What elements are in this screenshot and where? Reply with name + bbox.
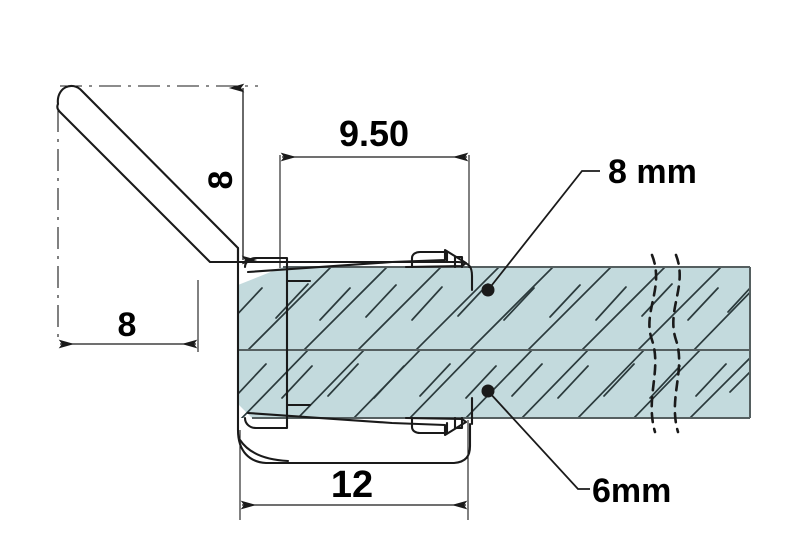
aluminium-profile-outline — [56, 85, 474, 465]
dimension-width-8-left: 8 — [57, 110, 199, 352]
lower-glass-pane — [238, 350, 750, 418]
callout-glass-upper: 8 mm — [481, 153, 697, 297]
profile-lower-left-notch — [243, 403, 312, 430]
leader-line-6mm — [487, 390, 590, 490]
profile-bottom-sweep — [238, 438, 290, 463]
dimension-label-height-8: 8 — [202, 171, 240, 190]
leader-dot-8mm — [481, 283, 495, 297]
dimension-label-8-left: 8 — [118, 306, 137, 344]
lower-glass-fill — [238, 350, 750, 418]
callout-label-8mm: 8 mm — [608, 153, 697, 191]
callout-label-6mm: 6mm — [592, 472, 671, 510]
dimension-height-8: 8 — [60, 83, 258, 265]
callout-glass-lower: 6mm — [481, 384, 671, 510]
upper-glass-fill — [238, 267, 750, 350]
leader-line-8mm — [487, 170, 600, 291]
lower-retaining-rib — [453, 416, 464, 430]
lower-glass-hatching — [238, 350, 750, 418]
dimension-width-12: 12 — [239, 420, 469, 520]
dimension-label-12: 12 — [331, 464, 373, 506]
lower-secondary-hook — [410, 416, 449, 435]
glass-assembly — [238, 253, 751, 434]
upper-glass-pane — [238, 267, 750, 350]
profile-body-left-and-bottom — [236, 246, 472, 465]
break-line-symbol — [648, 253, 681, 434]
dimension-width-9-50: 9.50 — [279, 113, 470, 268]
leader-dot-6mm — [481, 384, 495, 398]
upper-secondary-hook — [410, 250, 449, 269]
dimension-label-9-50: 9.50 — [339, 113, 409, 154]
upper-glass-hatching — [238, 267, 750, 350]
upper-retaining-rib — [453, 255, 464, 269]
